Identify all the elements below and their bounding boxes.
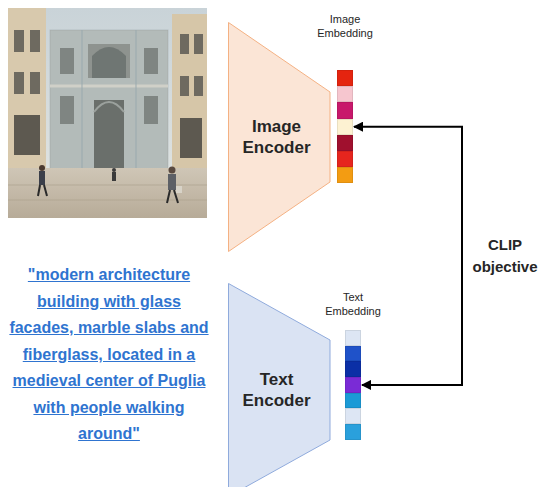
embedding-cell bbox=[345, 361, 361, 377]
encoder-label: Image Encoder bbox=[237, 116, 317, 158]
edge-label: CLIP objective bbox=[467, 234, 543, 278]
embedding-label: Image Embedding bbox=[315, 12, 375, 40]
embedding-cell bbox=[337, 119, 353, 135]
embedding-cell bbox=[337, 167, 353, 183]
embedding-cell bbox=[337, 70, 353, 86]
prompt-text: "modern architecture building with glass… bbox=[4, 262, 214, 448]
embedding-cell bbox=[345, 393, 361, 409]
embedding-cell bbox=[345, 377, 361, 393]
embedding-vector: Image Embedding bbox=[307, 12, 383, 183]
trapezoid-shape bbox=[228, 22, 331, 252]
text-holder: Image Encoder bbox=[228, 22, 331, 252]
encoder-trapezoid: Image Encoder bbox=[228, 22, 331, 252]
embedding-vector: Text Embedding bbox=[315, 290, 391, 440]
embedding-cell bbox=[337, 151, 353, 167]
embedding-cell bbox=[337, 86, 353, 102]
embedding-cell bbox=[345, 330, 361, 346]
encoder-label: Text Encoder bbox=[237, 369, 317, 411]
embedding-cell bbox=[345, 424, 361, 440]
embedding-cell bbox=[337, 135, 353, 151]
text-holder: Text Encoder bbox=[228, 283, 331, 487]
embedding-cell bbox=[337, 102, 353, 118]
embedding-cell bbox=[345, 408, 361, 424]
embedding-bar bbox=[337, 70, 353, 183]
embedding-bar bbox=[345, 330, 361, 440]
clip-connector bbox=[354, 127, 462, 385]
embedding-label: Text Embedding bbox=[323, 290, 383, 318]
encoder-trapezoid: Text Encoder bbox=[228, 283, 331, 487]
embedding-cell bbox=[345, 346, 361, 362]
